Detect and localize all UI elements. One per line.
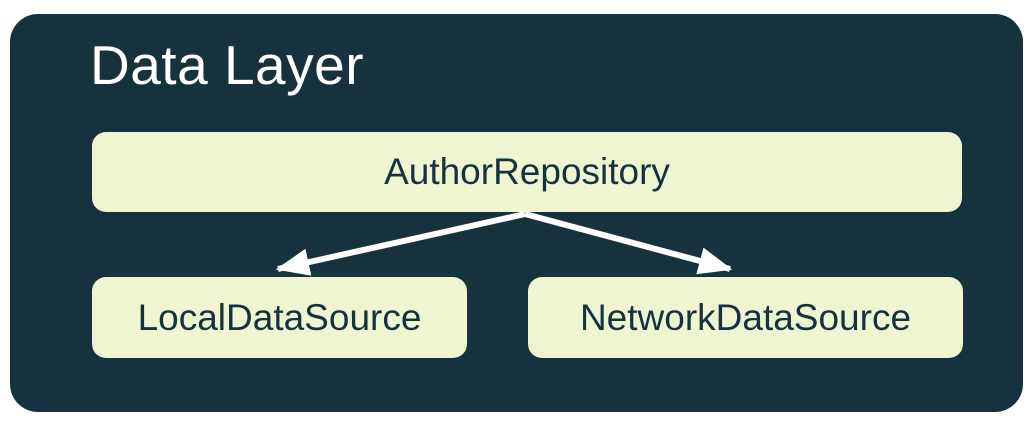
node-network-data-source: NetworkDataSource — [528, 277, 963, 358]
node-local-data-source-label: LocalDataSource — [137, 296, 422, 338]
node-local-data-source: LocalDataSource — [92, 277, 467, 358]
node-author-repository-label: AuthorRepository — [384, 151, 670, 192]
node-network-data-source-label: NetworkDataSource — [579, 296, 912, 338]
node-author-repository: AuthorRepository — [92, 132, 962, 212]
diagram-title: Data Layer — [90, 34, 365, 96]
